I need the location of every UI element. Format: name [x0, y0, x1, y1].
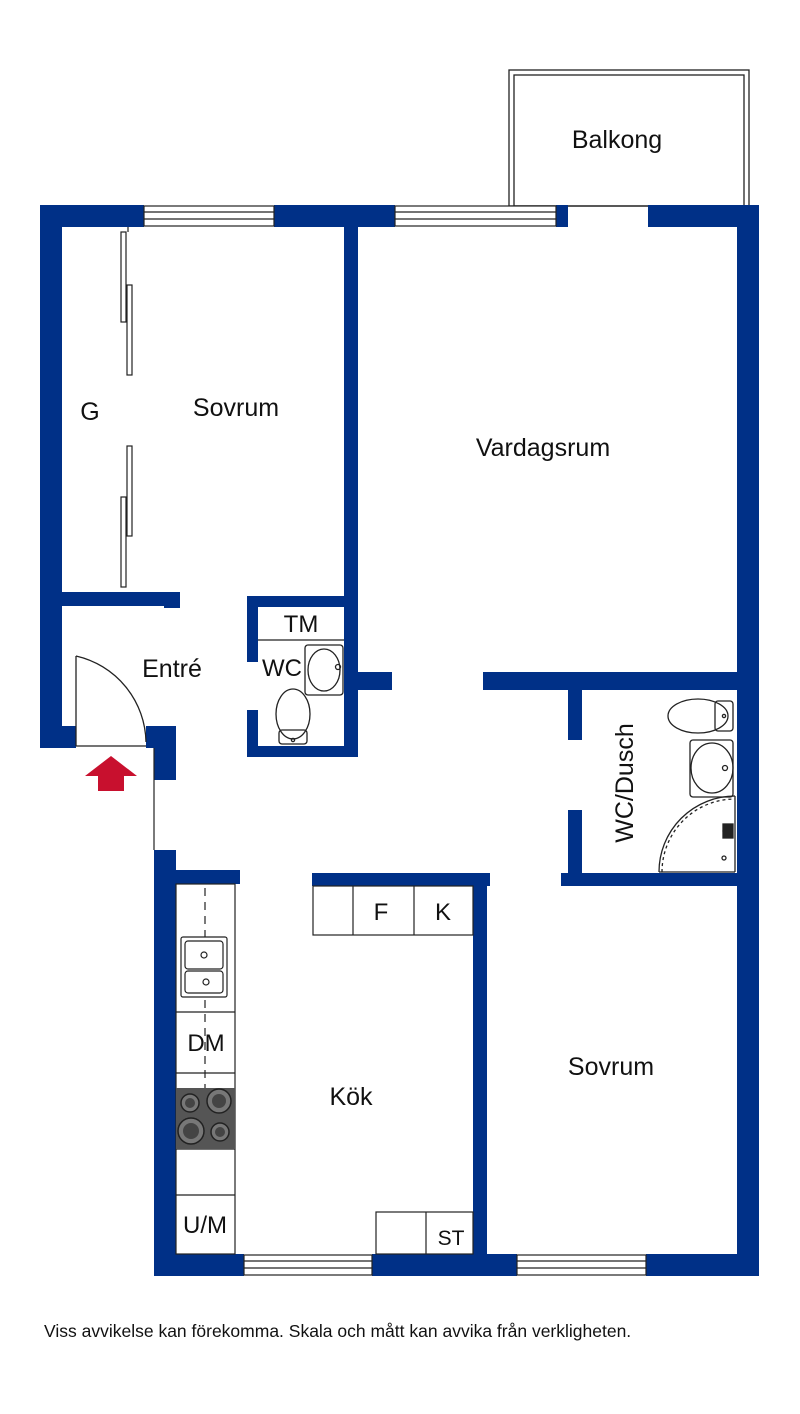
wc-dusch-label: WC/Dusch: [611, 723, 639, 842]
stove-icon: [176, 1088, 235, 1149]
balkong-label: Balkong: [572, 126, 662, 154]
windows: [143, 205, 647, 1276]
toilet-icon: [275, 688, 311, 745]
vardagsrum-label: Vardagsrum: [476, 434, 610, 462]
um-label: U/M: [183, 1212, 227, 1239]
disclaimer-text: Viss avvikelse kan förekomma. Skala och …: [44, 1321, 632, 1341]
window-icon: [243, 1254, 373, 1276]
window-icon: [394, 205, 557, 227]
entre-label: Entré: [142, 655, 202, 683]
sovrum-bottom-label: Sovrum: [568, 1053, 654, 1081]
shower-icon: [658, 795, 736, 873]
wc-label: WC: [262, 655, 302, 682]
balcony: [508, 69, 750, 207]
g-label: G: [80, 398, 99, 426]
dm-label: DM: [187, 1030, 224, 1057]
sink-icon: [304, 644, 344, 696]
f-label: F: [374, 899, 389, 926]
walls: [40, 205, 759, 1276]
tm-label: TM: [284, 611, 319, 638]
door-swing-icon: [75, 655, 147, 747]
upper-cabinets: [312, 885, 474, 936]
toilet-icon: [667, 698, 734, 734]
sink-icon: [689, 739, 734, 798]
kitchen-sink-icon: [180, 936, 228, 998]
lower-cabinets: [375, 1211, 474, 1255]
k-label: K: [435, 899, 451, 926]
sovrum-top-label: Sovrum: [193, 394, 279, 422]
window-icon: [143, 205, 275, 227]
entrance-arrow-icon: [85, 756, 137, 791]
window-icon: [516, 1254, 647, 1276]
kok-label: Kök: [329, 1083, 373, 1111]
wardrobe-doors: [120, 227, 133, 588]
st-label: ST: [438, 1227, 465, 1250]
